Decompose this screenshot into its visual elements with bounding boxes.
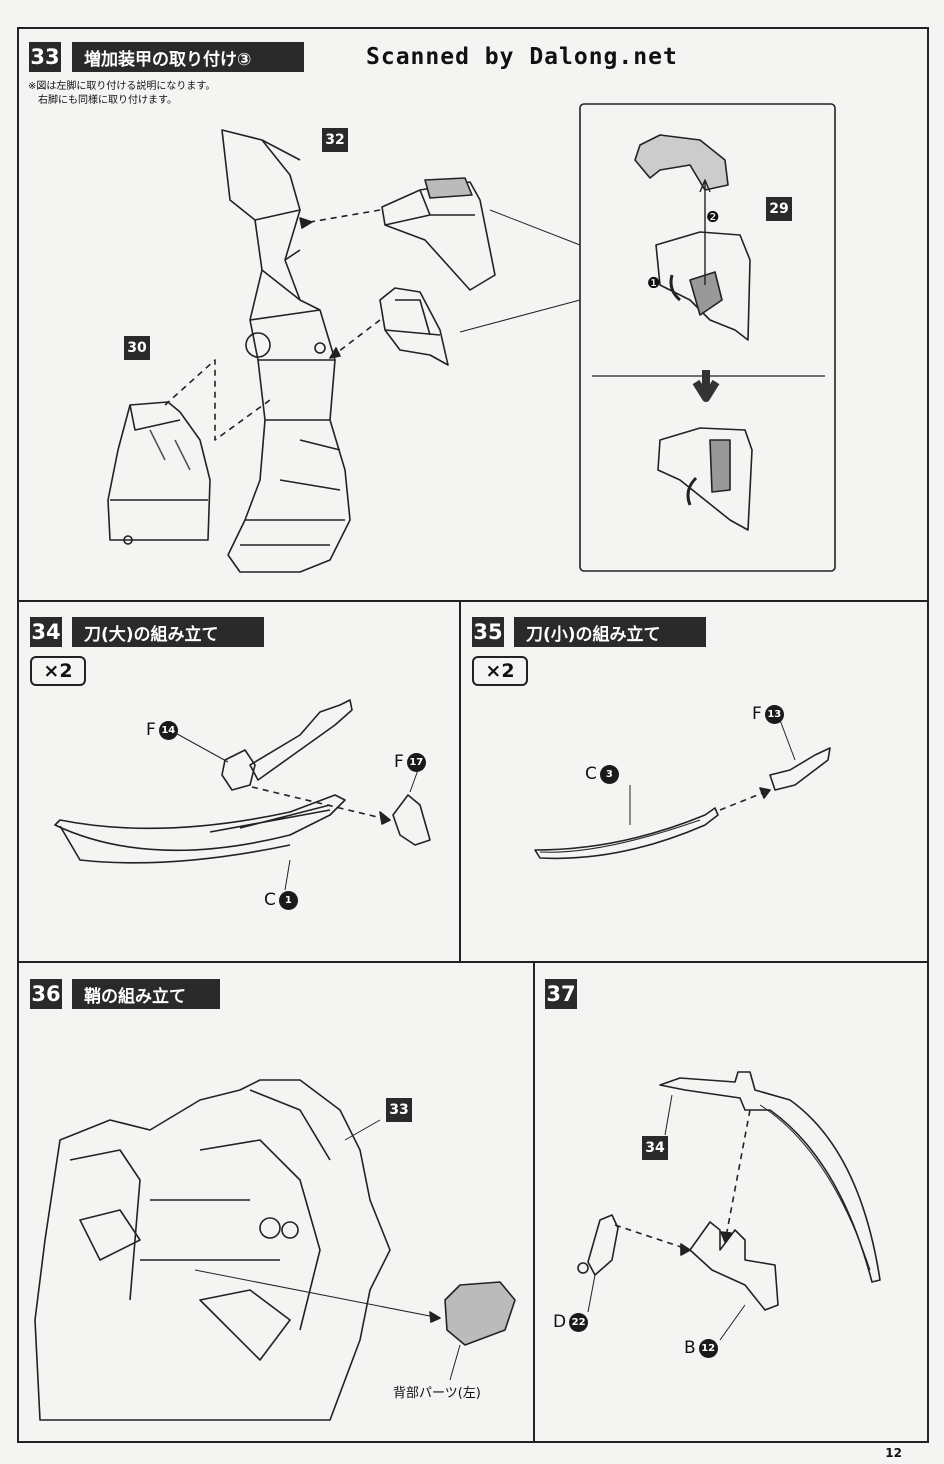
ref-29: 29 [766,197,792,221]
shin-guard-30 [107,401,211,545]
part-letter: F [146,720,156,740]
back-part-left-caption: 背部パーツ(左) [393,1386,481,1401]
large-sword-illustration [54,699,431,864]
step-35-number: 35 [472,617,504,647]
marker-2: ❷ [706,208,720,226]
marker-1: ❶ [647,274,661,292]
part-number: 17 [406,752,426,772]
step-33-note-line1: ※図は左脚に取り付ける説明になります。 [28,81,216,92]
divider-36-37 [533,961,535,1443]
step-36-number: 36 [30,979,62,1009]
step-34-multiplier: ×2 [30,656,86,686]
part-label-D22: D 22 [553,1312,589,1332]
divider-34-35 [459,600,461,962]
armor-piece-32 [381,177,496,291]
step-33-note-line2: 右脚にも同様に取り付けます。 [28,95,177,106]
part-label-C3: C 3 [585,764,619,784]
ref-30: 30 [124,336,150,360]
leg-illustration [221,129,351,573]
part-letter: B [684,1338,696,1358]
page-number: 12 [885,1446,902,1460]
part-number: 14 [158,720,178,740]
part-number: 12 [698,1338,718,1358]
step-33-note: ※図は左脚に取り付ける説明になります。 右脚にも同様に取り付けます。 [28,80,215,108]
step-34-title: 刀(大)の組み立て [72,617,264,647]
step-34-number: 34 [30,617,62,647]
step-35-multiplier: ×2 [472,656,528,686]
part-label-F17: F 17 [394,752,426,772]
part-label-B12: B 12 [684,1338,718,1358]
step-33-number: 33 [29,42,61,72]
ref-34: 34 [642,1136,668,1160]
small-sword-illustration [534,747,831,860]
divider-row1 [17,600,929,602]
part-label-F14: F 14 [146,720,178,740]
step-35-title: 刀(小)の組み立て [514,617,706,647]
instruction-sheet-frame [17,27,929,1443]
ref-32: 32 [322,128,348,152]
part-letter: C [264,890,276,910]
part-letter: D [553,1312,567,1332]
step-37-number: 37 [545,979,577,1009]
part-number: 22 [569,1312,589,1332]
ref-33: 33 [386,1098,412,1122]
part-letter: F [752,704,762,724]
part-label-F13: F 13 [752,704,784,724]
scanned-watermark: Scanned by Dalong.net [366,44,678,70]
step-33-title: 増加装甲の取り付け③ [72,42,304,72]
step-36-title: 鞘の組み立て [72,979,220,1009]
divider-row2 [17,961,929,963]
torso-illustration [34,1079,391,1421]
scabbard-illustration [577,1071,881,1311]
part-letter: F [394,752,404,772]
part-number: 1 [278,890,298,910]
part-letter: C [585,764,597,784]
part-number: 3 [599,764,619,784]
part-number: 13 [764,704,784,724]
knee-armor-piece [379,287,449,366]
part-label-C1: C 1 [264,890,298,910]
